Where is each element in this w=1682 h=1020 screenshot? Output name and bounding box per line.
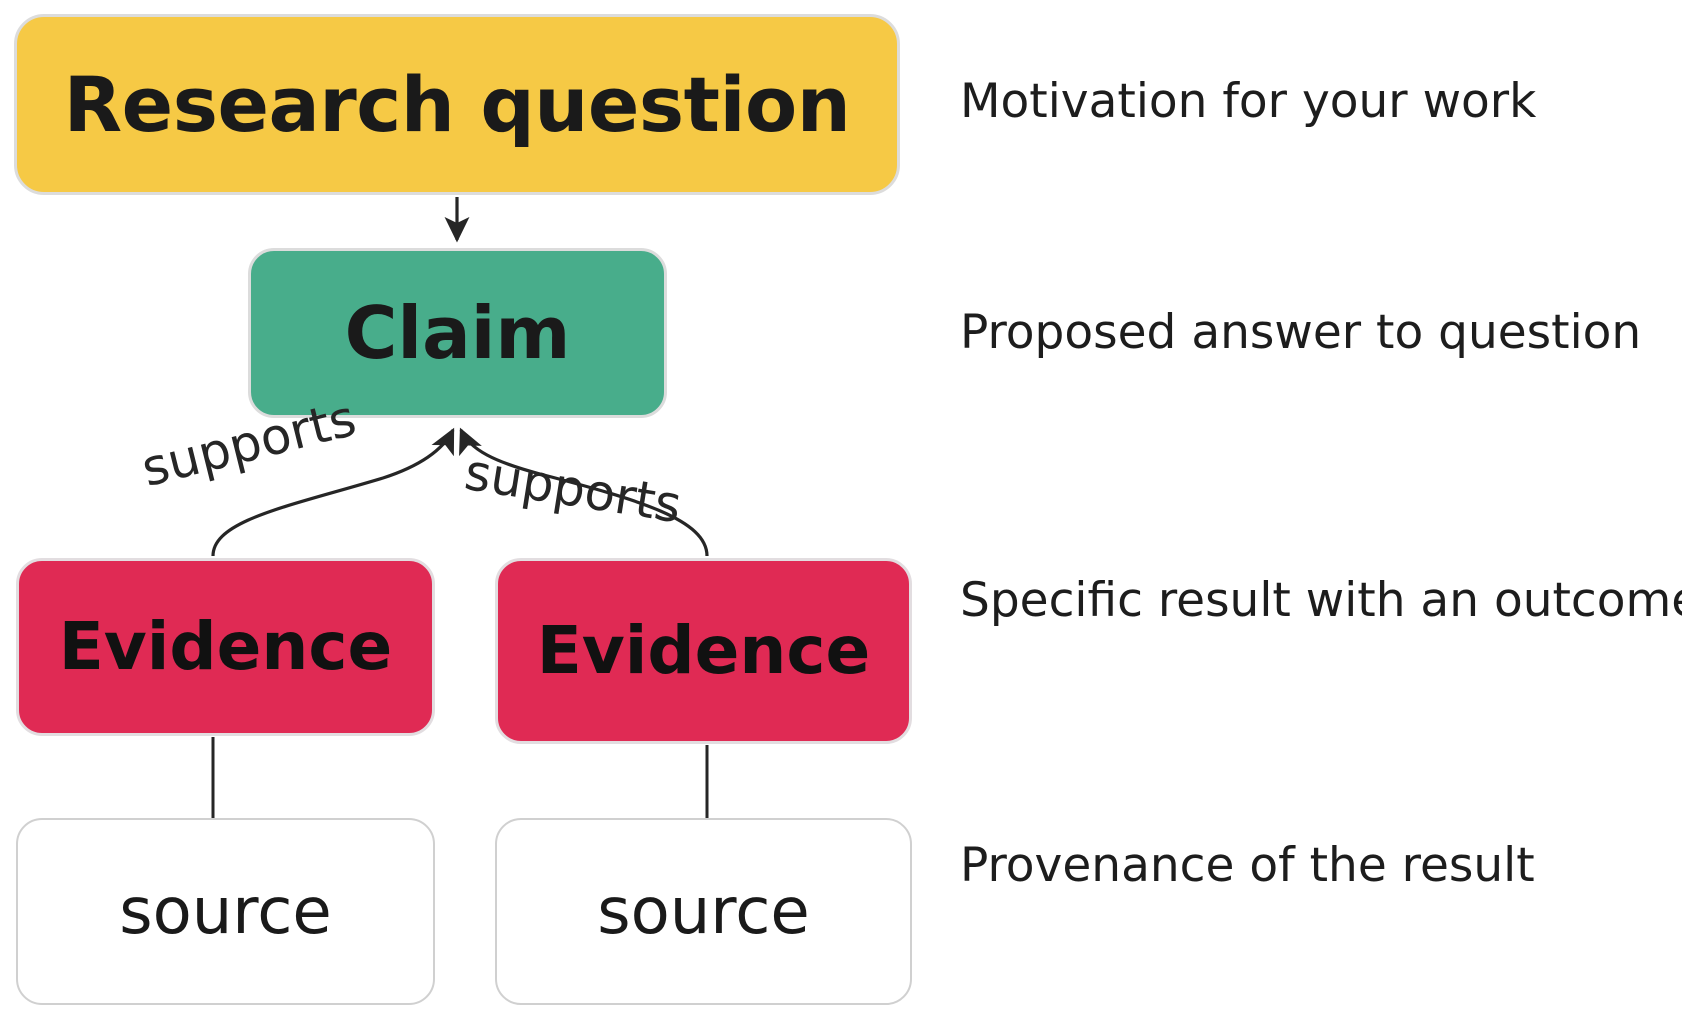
node-source-1-label: source	[119, 874, 332, 949]
edge-label-supports-right: supports	[460, 443, 686, 535]
node-source-2[interactable]: source	[495, 818, 912, 1005]
node-source-2-label: source	[597, 874, 810, 949]
node-source-1[interactable]: source	[16, 818, 435, 1005]
node-research-question-label: Research question	[63, 59, 851, 149]
description-claim: Proposed answer to question	[960, 305, 1642, 360]
node-research-question[interactable]: Research question	[14, 14, 900, 195]
edge-label-supports-left: supports	[135, 388, 362, 498]
description-evidence: Specific result with an outcome	[960, 573, 1682, 628]
node-evidence-2[interactable]: Evidence	[495, 558, 912, 744]
node-evidence-2-label: Evidence	[536, 612, 871, 689]
node-evidence-1[interactable]: Evidence	[16, 558, 435, 736]
description-source: Provenance of the result	[960, 838, 1535, 893]
node-claim[interactable]: Claim	[248, 248, 667, 418]
node-claim-label: Claim	[344, 291, 571, 375]
description-research-question: Motivation for your work	[960, 74, 1537, 129]
node-evidence-1-label: Evidence	[58, 608, 393, 685]
